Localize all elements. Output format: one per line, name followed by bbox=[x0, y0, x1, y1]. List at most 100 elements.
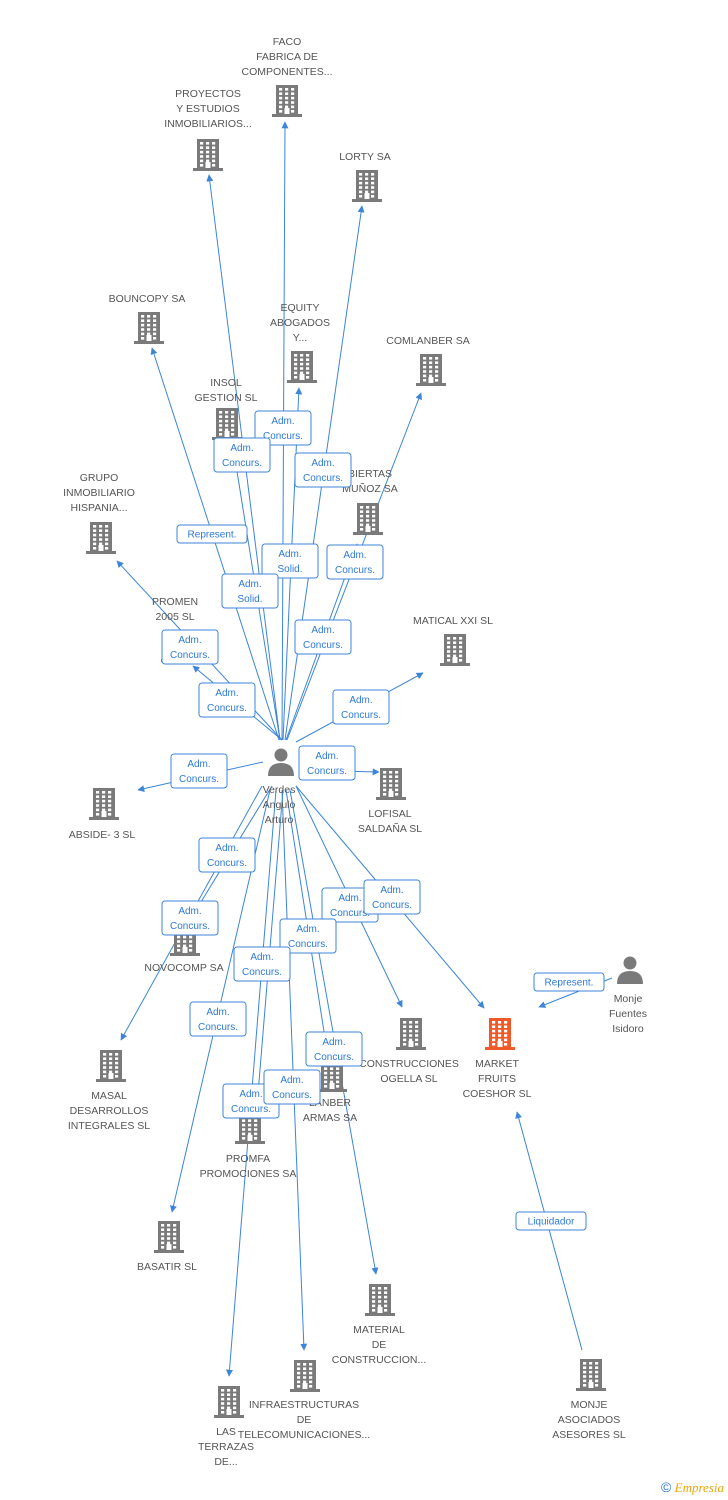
edge-label-verdes-to-infra[interactable]: Adm.Concurs. bbox=[233, 946, 291, 982]
building-icon[interactable] bbox=[376, 768, 406, 800]
building-icon[interactable] bbox=[235, 1112, 265, 1144]
edge-label-monje_a-to-market[interactable]: Liquidador bbox=[515, 1211, 587, 1231]
edge-label-box[interactable] bbox=[305, 1031, 363, 1067]
person-icon[interactable] bbox=[268, 748, 294, 777]
node-material[interactable]: MATERIALDECONSTRUCCION... bbox=[332, 1284, 427, 1366]
edge-label-verdes-to-lanber[interactable]: Adm.Concurs. bbox=[305, 1031, 363, 1067]
building-icon[interactable] bbox=[86, 522, 116, 554]
node-equity[interactable]: EQUITYABOGADOSY... bbox=[270, 302, 330, 383]
building-icon[interactable] bbox=[352, 170, 382, 202]
brand-logo[interactable]: Empresia bbox=[674, 1480, 724, 1495]
edge-label-box[interactable] bbox=[515, 1211, 587, 1231]
edge-label-verdes-to-bouncopy[interactable]: Represent. bbox=[176, 524, 248, 544]
edge-label-box[interactable] bbox=[198, 682, 256, 718]
building-icon[interactable] bbox=[272, 85, 302, 117]
building-icon[interactable] bbox=[485, 1018, 515, 1050]
node-abside[interactable]: ABSIDE- 3 SL bbox=[69, 788, 136, 841]
person-icon[interactable] bbox=[617, 956, 643, 985]
node-matical[interactable]: MATICAL XXI SL bbox=[413, 615, 493, 666]
edge-label-verdes-to-faco[interactable]: Adm.Concurs. bbox=[254, 410, 312, 446]
edge-label-box[interactable] bbox=[363, 879, 421, 915]
building-icon[interactable] bbox=[290, 1360, 320, 1392]
edge-label-verdes-to-terrazas[interactable]: Adm.Concurs. bbox=[263, 1069, 321, 1105]
building-icon[interactable] bbox=[576, 1359, 606, 1391]
building-icon[interactable] bbox=[89, 788, 119, 820]
node-label: CONSTRUCCION... bbox=[332, 1354, 427, 1366]
edge-label-verdes-to-basatir[interactable]: Adm.Concurs. bbox=[189, 1001, 247, 1037]
building-icon[interactable] bbox=[317, 1060, 347, 1092]
edge-label-box[interactable] bbox=[233, 946, 291, 982]
node-infra[interactable]: INFRAESTRUCTURASDETELECOMUNICACIONES... bbox=[238, 1360, 370, 1441]
edge-label-verdes-to-material[interactable]: Adm.Concurs. bbox=[279, 918, 337, 954]
edge-label-box[interactable] bbox=[176, 524, 248, 544]
edge-label-box[interactable] bbox=[170, 753, 228, 789]
building-icon[interactable] bbox=[96, 1050, 126, 1082]
edge-label-box[interactable] bbox=[294, 452, 352, 488]
edge-label-text: Adm. bbox=[349, 695, 372, 706]
edge-label-box[interactable] bbox=[254, 410, 312, 446]
edge-label-box[interactable] bbox=[326, 544, 384, 580]
edge-label-box[interactable] bbox=[294, 619, 352, 655]
node-grupo[interactable]: GRUPOINMOBILIARIOHISPANIA... bbox=[63, 472, 135, 554]
edge-label-box[interactable] bbox=[332, 689, 390, 725]
edge-label-box[interactable] bbox=[279, 918, 337, 954]
edge-label-verdes-to-comlanber[interactable]: Adm.Concurs. bbox=[326, 544, 384, 580]
edge-label-box[interactable] bbox=[161, 900, 219, 936]
building-icon[interactable] bbox=[365, 1284, 395, 1316]
edge-label-verdes-to-equity[interactable]: Adm.Solid. bbox=[261, 543, 319, 579]
building-icon[interactable] bbox=[212, 408, 242, 440]
edge-label-box[interactable] bbox=[263, 1069, 321, 1105]
edge-label-verdes-to-masal[interactable]: Adm.Concurs. bbox=[161, 900, 219, 936]
edge-label-verdes-to-market[interactable]: Adm.Concurs. bbox=[363, 879, 421, 915]
edge-label-box[interactable] bbox=[198, 837, 256, 873]
building-icon[interactable] bbox=[134, 312, 164, 344]
edge-label-verdes-to-lofisal[interactable]: Adm.Concurs. bbox=[298, 745, 356, 781]
building-icon[interactable] bbox=[214, 1386, 244, 1418]
edge-label-verdes-to-matical[interactable]: Adm.Concurs. bbox=[332, 689, 390, 725]
node-bouncopy[interactable]: BOUNCOPY SA bbox=[109, 293, 186, 344]
edges-layer bbox=[116, 121, 613, 1377]
edge-label-verdes-to-novocomp[interactable]: Adm.Concurs. bbox=[198, 837, 256, 873]
building-icon[interactable] bbox=[396, 1018, 426, 1050]
edge-label-box[interactable] bbox=[261, 543, 319, 579]
edge-label-verdes-to-proyectos[interactable]: Adm.Concurs. bbox=[213, 437, 271, 473]
building-icon[interactable] bbox=[440, 634, 470, 666]
edge-label-text: Adm. bbox=[311, 625, 334, 636]
edge-label-verdes-to-grupo[interactable]: Adm.Concurs. bbox=[161, 629, 219, 665]
edge-label-box[interactable] bbox=[189, 1001, 247, 1037]
edge-label-monje_p-to-market[interactable]: Represent. bbox=[533, 972, 605, 992]
edge-label-text: Concurs. bbox=[207, 703, 247, 714]
edge-label-verdes-to-biertas[interactable]: Adm.Concurs. bbox=[294, 619, 352, 655]
edge-label-box[interactable] bbox=[221, 573, 279, 609]
node-comlanber[interactable]: COMLANBER SA bbox=[386, 335, 470, 386]
edge-label-verdes-to-abside[interactable]: Adm.Concurs. bbox=[170, 753, 228, 789]
node-basatir[interactable]: BASATIR SL bbox=[137, 1221, 197, 1273]
edge-label-box[interactable] bbox=[161, 629, 219, 665]
building-icon[interactable] bbox=[287, 351, 317, 383]
node-label: MARKET bbox=[475, 1058, 519, 1070]
edge-label-box[interactable] bbox=[298, 745, 356, 781]
node-lorty[interactable]: LORTY SA bbox=[339, 151, 391, 202]
building-icon[interactable] bbox=[353, 503, 383, 535]
edge-label-verdes-to-insol[interactable]: Adm.Solid. bbox=[221, 573, 279, 609]
edge-label-box[interactable] bbox=[533, 972, 605, 992]
edge-label-verdes-to-promen[interactable]: Adm.Concurs. bbox=[198, 682, 256, 718]
edge-label-box[interactable] bbox=[213, 437, 271, 473]
building-icon[interactable] bbox=[193, 139, 223, 171]
building-icon[interactable] bbox=[416, 354, 446, 386]
node-terrazas[interactable]: LASTERRAZASDE... bbox=[198, 1386, 254, 1468]
building-icon[interactable] bbox=[154, 1221, 184, 1253]
edge-label-verdes-to-lorty[interactable]: Adm.Concurs. bbox=[294, 452, 352, 488]
